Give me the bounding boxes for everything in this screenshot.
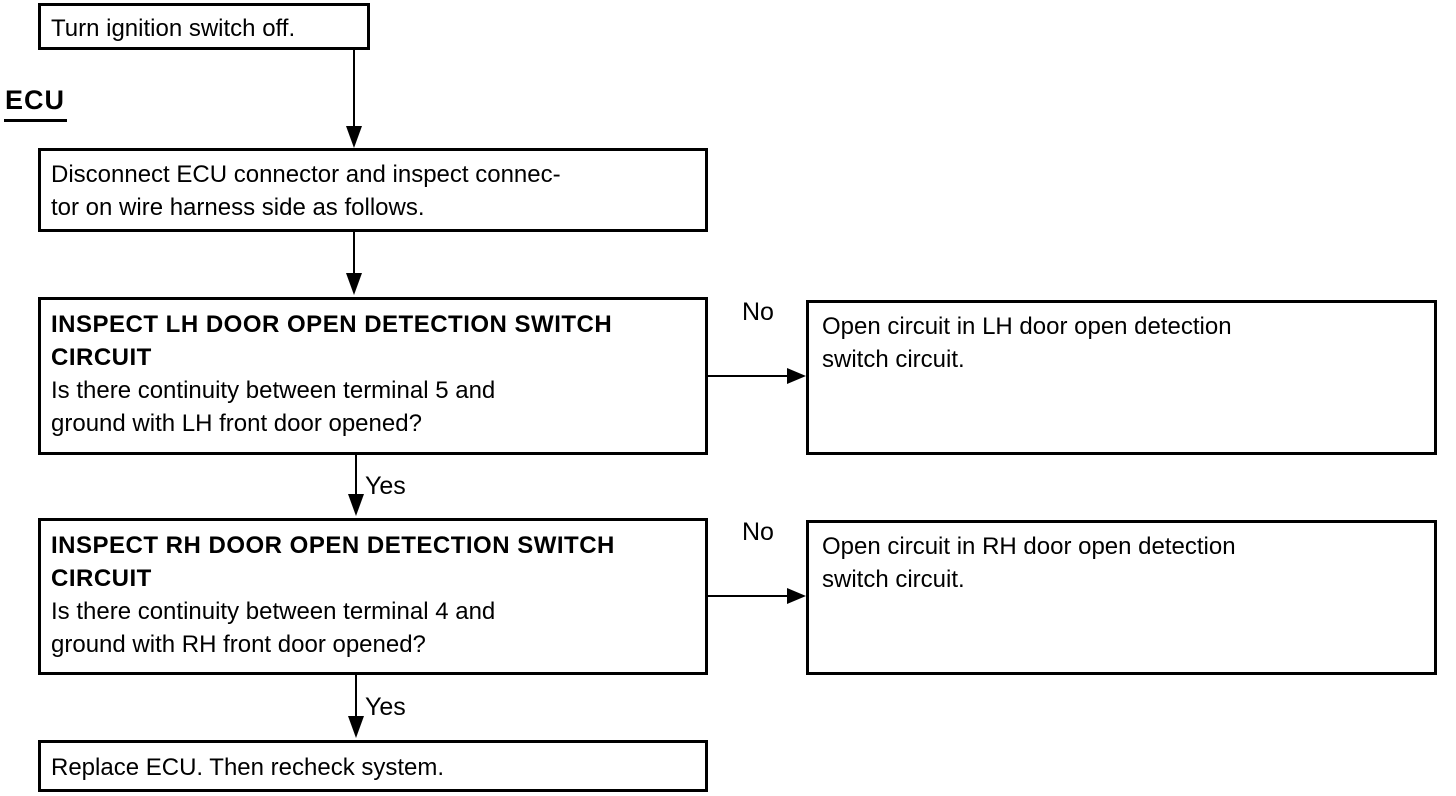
node-disconnect-line1: Disconnect ECU connector and inspect con… — [51, 161, 561, 188]
node-inspect-rh-question-line2: ground with RH front door opened? — [51, 631, 426, 658]
connector-rh-to-replace — [355, 675, 357, 717]
node-inspect-lh: INSPECT LH DOOR OPEN DETECTION SWITCH CI… — [38, 297, 708, 455]
node-inspect-lh-question-line1: Is there continuity between terminal 5 a… — [51, 377, 496, 404]
down-arrowhead-icon — [348, 716, 364, 738]
node-inspect-lh-title-line1: INSPECT LH DOOR OPEN DETECTION SWITCH — [51, 311, 613, 338]
branch-label-yes-rh: Yes — [365, 693, 406, 721]
node-result-rh-line1: Open circuit in RH door open detection — [822, 533, 1236, 560]
node-result-rh: Open circuit in RH door open detection s… — [806, 520, 1437, 675]
node-replace-ecu: Replace ECU. Then recheck system. — [38, 740, 708, 792]
node-result-lh-line1: Open circuit in LH door open detection — [822, 313, 1232, 340]
node-result-rh-line2: switch circuit. — [822, 566, 965, 593]
connector-lh-to-rh — [355, 455, 357, 495]
down-arrowhead-icon — [348, 494, 364, 516]
node-inspect-rh-question-line1: Is there continuity between terminal 4 a… — [51, 598, 496, 625]
section-label-ecu: ECU — [4, 85, 68, 122]
node-inspect-lh-title-line2: CIRCUIT — [51, 344, 152, 371]
connector-disconnect-to-lh — [353, 232, 355, 274]
connector-lh-no-branch — [708, 375, 788, 377]
branch-label-no-rh: No — [742, 518, 774, 546]
node-disconnect: Disconnect ECU connector and inspect con… — [38, 148, 708, 232]
connector-start-to-disconnect — [353, 50, 355, 127]
node-inspect-lh-question-line2: ground with LH front door opened? — [51, 410, 422, 437]
node-inspect-rh-title-line1: INSPECT RH DOOR OPEN DETECTION SWITCH — [51, 532, 615, 559]
node-result-lh: Open circuit in LH door open detection s… — [806, 300, 1437, 455]
node-inspect-rh-title-line2: CIRCUIT — [51, 565, 152, 592]
node-replace-ecu-text: Replace ECU. Then recheck system. — [51, 754, 445, 781]
branch-label-no-lh: No — [742, 298, 774, 326]
down-arrowhead-icon — [346, 273, 362, 295]
node-inspect-rh: INSPECT RH DOOR OPEN DETECTION SWITCH CI… — [38, 518, 708, 675]
branch-label-yes-lh: Yes — [365, 472, 406, 500]
node-start: Turn ignition switch off. — [38, 3, 370, 50]
right-arrowhead-icon — [787, 368, 806, 384]
right-arrowhead-icon — [787, 588, 806, 604]
node-result-lh-line2: switch circuit. — [822, 346, 965, 373]
down-arrowhead-icon — [346, 126, 362, 148]
node-disconnect-line2: tor on wire harness side as follows. — [51, 194, 425, 221]
node-start-text: Turn ignition switch off. — [51, 15, 296, 42]
connector-rh-no-branch — [708, 595, 788, 597]
